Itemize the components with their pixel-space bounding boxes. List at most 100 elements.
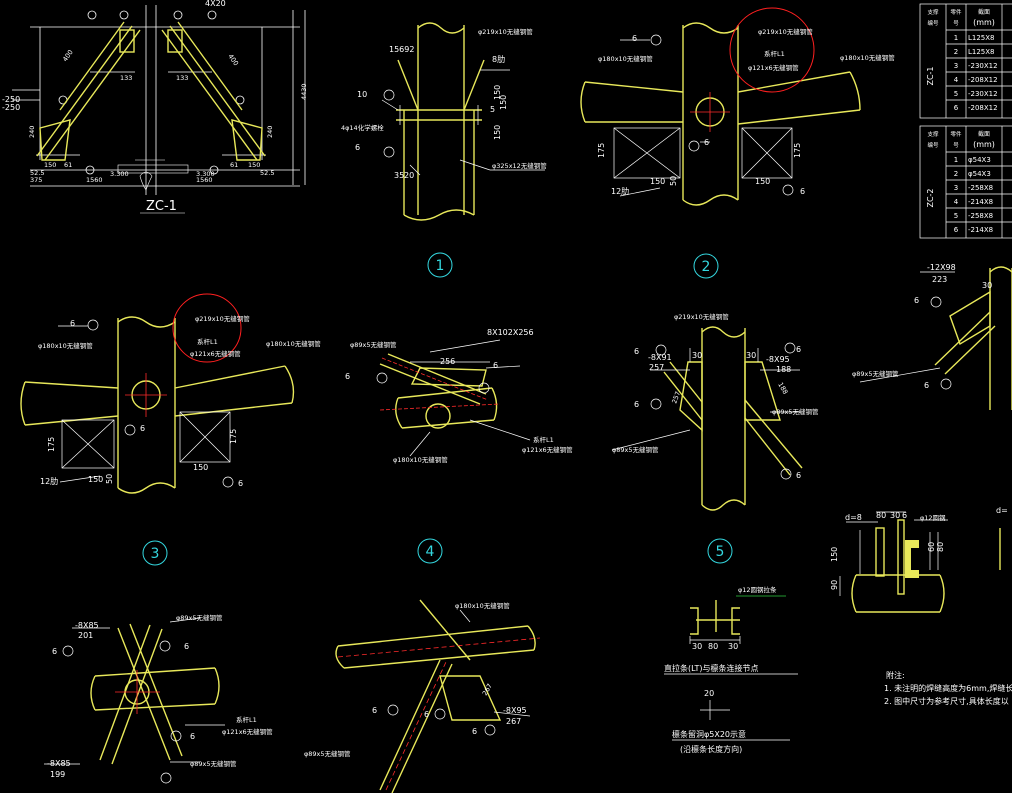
table-zc1-part-no: 3 — [954, 62, 958, 70]
table-zc2-part-no: 2 — [954, 170, 958, 178]
detail-3-weld: 6 — [140, 424, 145, 433]
zc1-dimension-labels: 4X20 -250 -250 133 133 1560 1560 4430 15… — [2, 0, 308, 184]
detail-1-dim: 5 — [490, 105, 495, 114]
zc1-dim: 52.5 — [30, 169, 44, 177]
detail-1-rib-label: 8肋 — [492, 54, 505, 64]
detail-7-weld: 6 — [372, 706, 377, 715]
detail-3-rib: 12肋 — [40, 476, 58, 486]
detail-right-partial: -12X98 223 φ89x5无缝钢管 6 6 30 — [852, 263, 1012, 410]
table-zc2-section: φ54X3 — [968, 156, 991, 164]
zc1-dim: 61 — [230, 161, 238, 169]
detail-3-tag: 3 — [151, 546, 160, 562]
table-zc2-header: 截面 — [978, 130, 990, 138]
detail-4-dim: 256 — [440, 357, 455, 366]
detail-2-weld: 6 — [704, 138, 709, 147]
table-zc2-header: 编号 — [927, 141, 939, 149]
detail-2-tag-circle — [693, 253, 719, 279]
table-zc1-section: -208X12 — [968, 76, 998, 84]
detail-6-plate-b: -8X85 — [47, 759, 71, 768]
detail-5-plate-right-len: 188 — [776, 365, 791, 374]
detail-5-weld: 6 — [634, 400, 639, 409]
detail-6-pipe-b: φ89x5无缝钢管 — [190, 759, 237, 768]
detail-3-tag-circle — [142, 540, 168, 566]
zc1-dim: 3.300 — [196, 170, 215, 178]
zc1-dim: 1560 — [196, 176, 213, 184]
detail-5-tag: 5 — [716, 544, 725, 560]
detail-3-dim: 150 — [193, 463, 208, 472]
detail-6: -8X85 201 -8X85 199 φ89x5无缝钢管 φ89x5无缝钢管 … — [44, 613, 273, 784]
zc1-top-dim: 4X20 — [205, 0, 226, 8]
detail-1-dim: 150 — [499, 95, 508, 110]
detail-1-dim: 20 — [404, 171, 414, 180]
mid-right-detail: d=8 80 30 6 φ12圆钢 150 90 60 80 d= — [830, 506, 1008, 613]
zc1-dim: 150 — [44, 161, 56, 169]
table-zc1-header: (mm) — [973, 18, 995, 27]
zc1-dim: 150 — [248, 161, 260, 169]
table-zc1-header: 支撑 — [927, 8, 939, 16]
detail-3-dim: 175 — [47, 437, 56, 452]
detail-7-plate-len: 267 — [506, 717, 521, 726]
table-zc2-part-no: 3 — [954, 184, 958, 192]
detail-2-tie-pipe: φ121x6无缝钢管 — [748, 63, 799, 72]
mid-right-dim: 90 — [830, 580, 839, 590]
detail-right-weld: 6 — [914, 296, 919, 305]
detail-right-plate-len: 223 — [932, 275, 947, 284]
mid-right-dim: 80 — [876, 511, 886, 520]
mid-right-dim: 80 — [936, 542, 945, 552]
table-zc1-section: L125X8 — [968, 48, 995, 56]
detail-1-pipe-top-label: φ219x10无缝钢管 — [478, 27, 533, 36]
table-zc1-section: L125X8 — [968, 34, 995, 42]
detail-3-dim: 175 — [229, 429, 238, 444]
purlin-hole-dim: 20 — [704, 689, 714, 698]
detail-7-pipe-brace: φ89x5无缝钢管 — [304, 749, 351, 758]
detail-5-plate-left-len: 257 — [649, 363, 664, 372]
table-zc1-part-no: 1 — [954, 34, 958, 42]
detail-1-pipe-bottom-label: φ325x12无缝钢管 — [492, 161, 547, 170]
purlin-dim: 80 — [708, 642, 718, 651]
detail-4-pipe-b-label: φ180x10无缝钢管 — [393, 455, 448, 464]
detail-right-dim: 30 — [982, 281, 992, 290]
detail-4-tie-pipe: φ121x6无缝钢管 — [522, 445, 573, 454]
detail-5-pipe-top-label: φ219x10无缝钢管 — [674, 312, 729, 321]
table-zc2-part-no: 6 — [954, 226, 959, 234]
detail-3-right-pipe-label: φ180x10无缝钢管 — [266, 339, 321, 348]
detail-6-tie-pipe: φ121x6无缝钢管 — [222, 727, 273, 736]
zc1-dim: 133 — [120, 74, 132, 82]
purlin-hole-title: 檩条留洞φ5X20示意 — [672, 729, 746, 739]
detail-2-tie-name: 系杆L1 — [764, 49, 785, 58]
detail-6-weld: 6 — [190, 732, 195, 741]
table-zc2-section: -214X8 — [968, 226, 993, 234]
zc1-elevation: 4X20 -250 -250 133 133 1560 1560 4430 15… — [2, 0, 308, 214]
detail-5-dim: 30 — [746, 351, 756, 360]
table-zc2-section: -258X8 — [968, 184, 993, 192]
table-zc1-header: 号 — [953, 20, 959, 27]
table-zc1-section: -208X12 — [968, 104, 998, 112]
table-zc1-header: 截面 — [978, 8, 990, 16]
zc1-dim: 133 — [176, 74, 188, 82]
purlin-hole-subtitle: (沿檩条长度方向) — [680, 744, 742, 754]
detail-2-weld: 6 — [632, 34, 637, 43]
detail-2-dim: 150 — [755, 177, 770, 186]
table-zc1-section: -230X12 — [968, 90, 998, 98]
detail-3-dim: 150 — [88, 475, 103, 484]
detail-6-tie-name: 系杆L1 — [236, 715, 257, 724]
table-zc2-group: ZC-2 — [926, 188, 935, 207]
detail-2-right-pipe-label: φ180x10无缝钢管 — [840, 53, 895, 62]
notes-line: 1. 未注明的焊缝高度为6mm,焊缝长度 — [884, 683, 1012, 693]
purlin-dim: 30 — [692, 642, 702, 651]
detail-1-tag: 1 — [436, 258, 445, 274]
detail-4: φ89x5无缝钢管 8X102X256 256 系杆L1 φ121x6无缝钢管 … — [345, 328, 573, 564]
detail-2-dim: 150 — [650, 177, 665, 186]
detail-7: φ180x10无缝钢管 -8X95 267 267 φ89x5无缝钢管 6 6 … — [304, 599, 541, 793]
detail-2-dim: 175 — [793, 143, 802, 158]
detail-4-tag: 4 — [426, 544, 435, 560]
zc1-dim: 375 — [30, 176, 42, 184]
purlin-bar-label: φ12圆钢拉条 — [738, 585, 777, 594]
mid-right-dim: 60 — [927, 542, 936, 552]
detail-1-weld-label: 10 — [357, 90, 367, 99]
detail-5-tag-circle — [707, 538, 733, 564]
table-zc1-group: ZC-1 — [926, 66, 935, 85]
detail-4-tie-name: 系杆L1 — [533, 435, 554, 444]
